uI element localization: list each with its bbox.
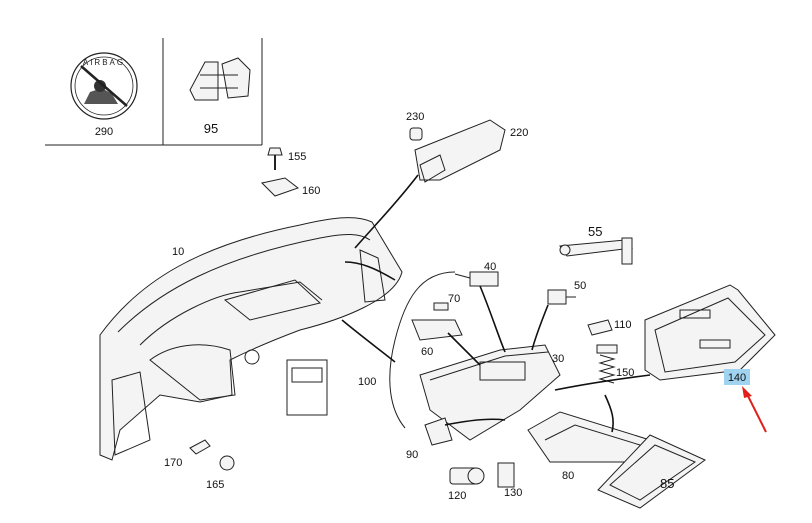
label-130: 130 — [504, 487, 522, 499]
label-30: 30 — [552, 353, 564, 365]
switch-40 — [454, 271, 499, 287]
cap-110 — [587, 319, 613, 336]
label-120: 120 — [448, 490, 466, 502]
label-290: 290 — [95, 126, 113, 138]
reference-boxes: AIRBAG 290 95 — [45, 38, 263, 146]
label-170: 170 — [164, 457, 182, 469]
fastener-165 — [219, 455, 235, 471]
leader-40 — [479, 285, 506, 353]
label-40: 40 — [484, 261, 496, 273]
label-85: 85 — [660, 476, 674, 491]
leader-80 — [604, 394, 614, 433]
label-160: 160 — [302, 185, 320, 197]
label-110: 110 — [614, 319, 632, 331]
cover-85 — [597, 434, 706, 509]
key-55 — [559, 237, 633, 265]
clip-95-icon — [189, 57, 251, 101]
label-50: 50 — [574, 280, 586, 292]
label-90: 90 — [406, 449, 418, 461]
leader-220 — [354, 174, 419, 249]
label-60: 60 — [421, 346, 433, 358]
label-140: 140 — [728, 372, 746, 384]
lock-50 — [547, 289, 576, 305]
label-10: 10 — [172, 246, 184, 258]
airbag-badge-text: AIRBAG — [83, 58, 125, 67]
label-220: 220 — [510, 127, 528, 139]
pointer-arrow — [742, 386, 767, 433]
leader-50 — [531, 304, 549, 351]
label-165: 165 — [206, 479, 224, 491]
leader-60 — [447, 332, 481, 366]
label-230: 230 — [406, 111, 424, 123]
bulb-70 — [433, 302, 449, 311]
label-100: 100 — [358, 376, 376, 388]
glovebox-30 — [419, 344, 561, 441]
airbag-warning-icon: AIRBAG — [70, 52, 138, 120]
label-155: 155 — [288, 151, 306, 163]
airbag-module-220 — [409, 119, 506, 183]
dashboard-part — [99, 217, 403, 461]
label-70: 70 — [448, 293, 460, 305]
lock-cylinder-120 — [449, 467, 485, 485]
leader-140 — [554, 374, 651, 391]
label-80: 80 — [562, 470, 574, 482]
leader-10-b — [341, 319, 396, 363]
plug-170 — [189, 439, 211, 455]
lamp-60 — [411, 319, 463, 341]
label-140-highlight: 140 — [724, 369, 750, 385]
storage-tray-140 — [644, 284, 776, 381]
spring-150 — [596, 344, 618, 384]
label-150: 150 — [616, 367, 634, 379]
leader-10-a — [344, 261, 396, 281]
label-95: 95 — [204, 121, 218, 136]
cable-100 — [389, 271, 456, 429]
label-55: 55 — [588, 224, 602, 239]
screw-155 — [267, 147, 283, 170]
leader-90 — [444, 418, 506, 426]
clip-130 — [497, 462, 515, 488]
bracket-160 — [260, 177, 300, 197]
